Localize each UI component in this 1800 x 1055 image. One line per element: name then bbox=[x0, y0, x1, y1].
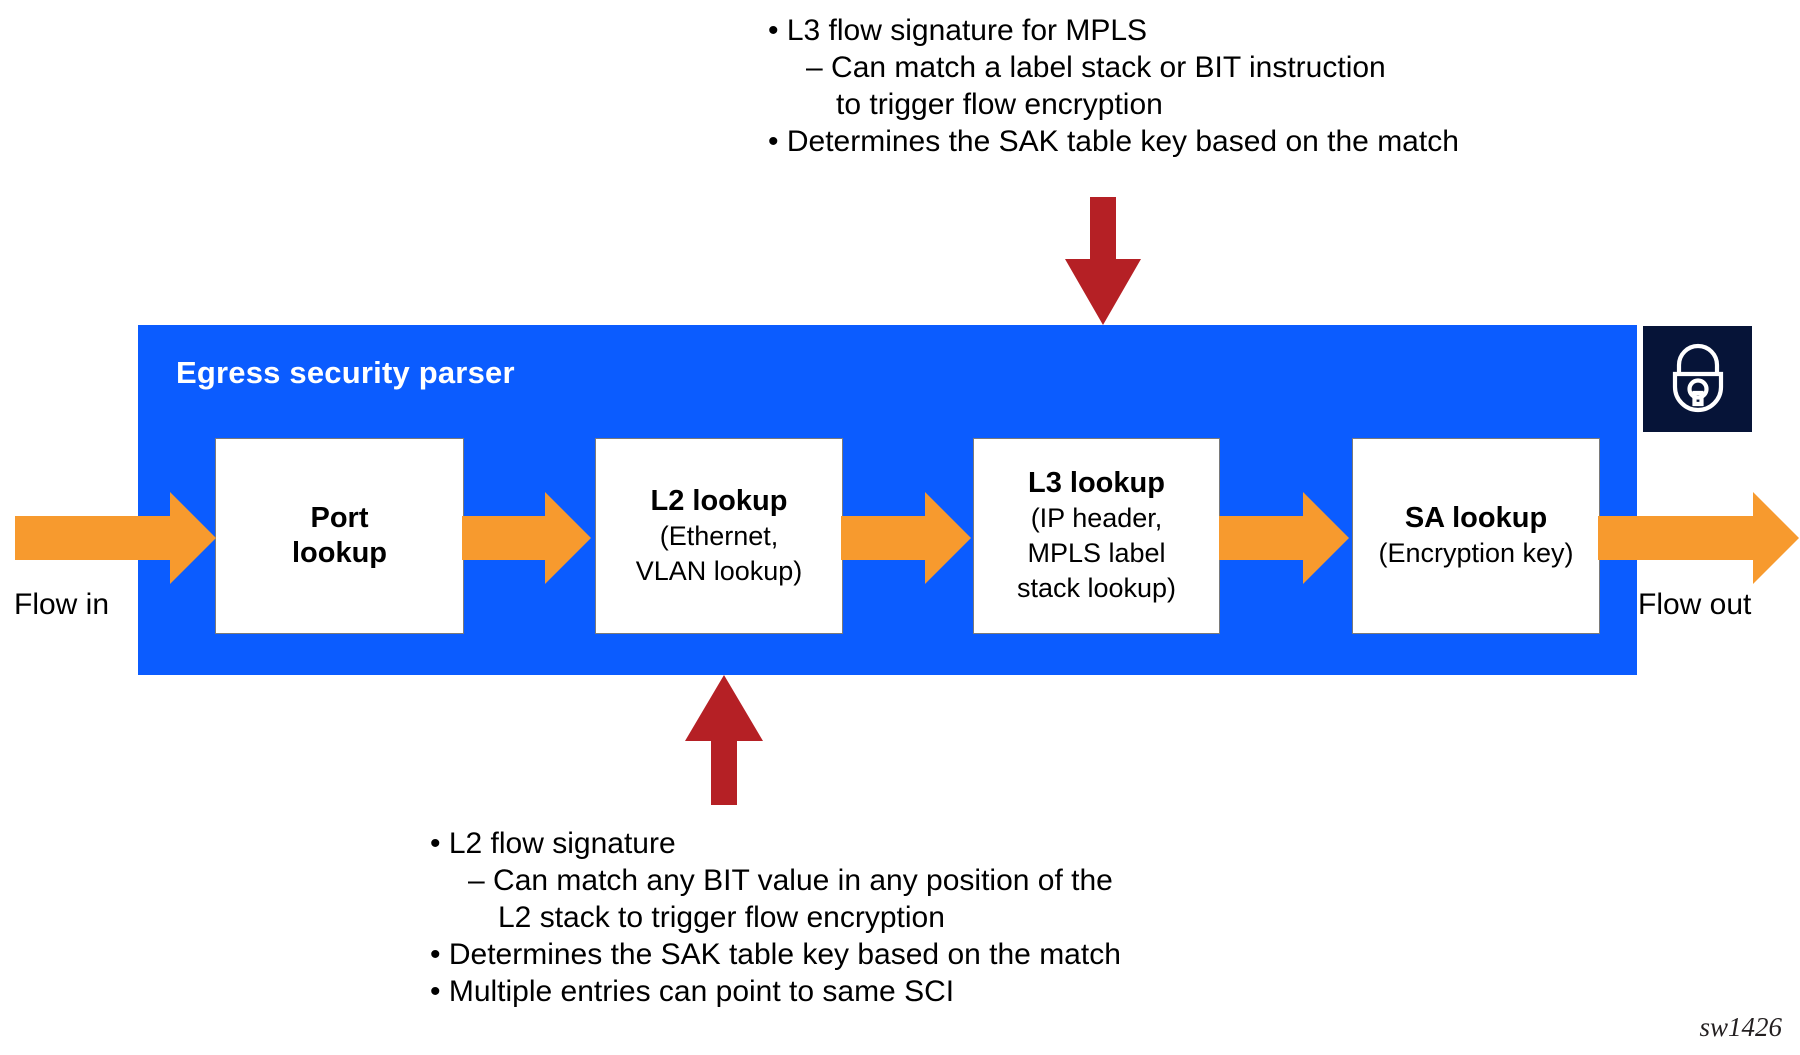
bottom-note-line-2: Can match any BIT value in any position … bbox=[430, 862, 1121, 899]
flow-arrow-l2-to-l3-icon bbox=[841, 492, 971, 584]
stage-box-l2-lookup[interactable]: L2 lookup (Ethernet, VLAN lookup) bbox=[595, 438, 843, 634]
figure-id-caption: sw1426 bbox=[1699, 1012, 1782, 1042]
top-annotation-note: L3 flow signature for MPLS Can match a l… bbox=[768, 12, 1459, 160]
stage-port-header: Port bbox=[310, 502, 369, 534]
parser-band-title: Egress security parser bbox=[176, 355, 515, 390]
flow-in-label: Flow in bbox=[14, 588, 110, 621]
top-note-line-3: to trigger flow encryption bbox=[836, 88, 1163, 121]
stage-l2-subline-1: (Ethernet, bbox=[659, 520, 779, 551]
stage-l3-header: L3 lookup bbox=[1028, 467, 1165, 499]
flow-out-label: Flow out bbox=[1638, 588, 1752, 621]
flow-arrow-port-to-l2-icon bbox=[462, 492, 591, 584]
red-up-arrow-icon bbox=[685, 675, 763, 805]
padlock-icon bbox=[1672, 343, 1723, 413]
bottom-note-line-3: L2 stack to trigger flow encryption bbox=[498, 901, 945, 934]
security-lock-badge bbox=[1643, 326, 1752, 432]
stage-sa-subline-1: (Encryption key) bbox=[1378, 538, 1574, 568]
top-note-line-2: Can match a label stack or BIT instructi… bbox=[768, 49, 1459, 86]
stage-l2-subline-2: VLAN lookup) bbox=[635, 555, 803, 586]
stage-l2-header: L2 lookup bbox=[650, 484, 788, 517]
bottom-note-line-4: Determines the SAK table key based on th… bbox=[430, 936, 1121, 973]
stage-l3-subline-3: stack lookup) bbox=[1016, 573, 1177, 603]
stage-box-l3-lookup[interactable]: L3 lookup (IP header, MPLS label stack l… bbox=[973, 438, 1220, 634]
stage-box-port-lookup[interactable]: Port lookup bbox=[215, 438, 464, 634]
bottom-note-line-1: L2 flow signature bbox=[430, 825, 1121, 862]
stage-l3-subline-2: MPLS label bbox=[1027, 538, 1166, 568]
stage-port-subline-1: lookup bbox=[291, 537, 388, 569]
bottom-note-line-5: Multiple entries can point to same SCI bbox=[430, 973, 1121, 1010]
red-down-arrow-icon bbox=[1065, 197, 1141, 325]
flow-in-arrow-icon bbox=[15, 492, 216, 584]
stage-l3-subline-1: (IP header, bbox=[1030, 503, 1163, 533]
bottom-annotation-note: L2 flow signature Can match any BIT valu… bbox=[430, 825, 1121, 1010]
stage-sa-header: SA lookup bbox=[1404, 502, 1548, 534]
flow-arrow-l3-to-sa-icon bbox=[1219, 492, 1349, 584]
flow-out-arrow-icon bbox=[1598, 492, 1799, 584]
top-note-line-4: Determines the SAK table key based on th… bbox=[768, 123, 1459, 160]
top-note-line-1: L3 flow signature for MPLS bbox=[768, 12, 1459, 49]
stage-box-sa-lookup[interactable]: SA lookup (Encryption key) bbox=[1352, 438, 1600, 634]
